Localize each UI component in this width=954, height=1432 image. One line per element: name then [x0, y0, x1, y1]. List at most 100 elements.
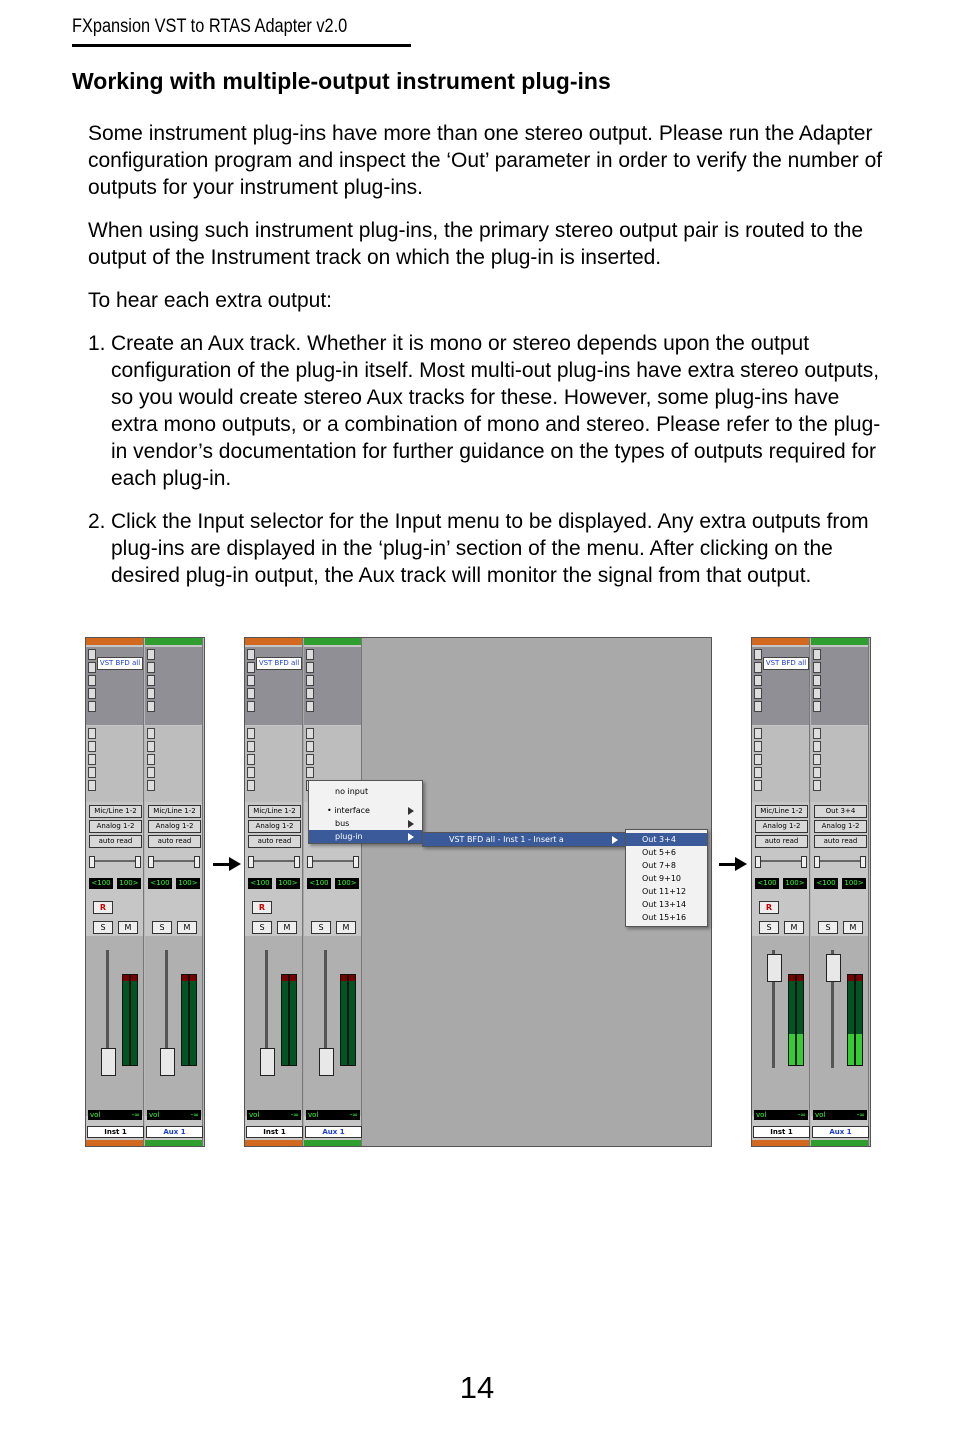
pan-knob[interactable]: [755, 856, 761, 868]
insert-slot-button[interactable]: [754, 649, 762, 660]
insert-slot-button[interactable]: [147, 649, 155, 660]
insert-slot-button[interactable]: [813, 675, 821, 686]
pan-knob[interactable]: [248, 856, 254, 868]
send-slot-button[interactable]: [813, 754, 821, 765]
pan-knob[interactable]: [814, 856, 820, 868]
send-slot-button[interactable]: [754, 754, 762, 765]
insert-slot-button[interactable]: [306, 675, 314, 686]
plugin-output-item[interactable]: Out 13+14: [626, 898, 707, 911]
pan-sliders[interactable]: [248, 856, 300, 868]
input-menu-item[interactable]: • interface: [309, 804, 422, 817]
pan-sliders[interactable]: [89, 856, 141, 868]
plugin-output-item[interactable]: Out 9+10: [626, 872, 707, 885]
volume-fader[interactable]: [767, 954, 782, 982]
pan-sliders[interactable]: [755, 856, 807, 868]
mute-button[interactable]: M: [784, 921, 804, 934]
pan-sliders[interactable]: [148, 856, 200, 868]
pan-knob[interactable]: [860, 856, 866, 868]
send-slot-button[interactable]: [247, 728, 255, 739]
send-slot-button[interactable]: [247, 780, 255, 791]
insert-slot-button[interactable]: [754, 675, 762, 686]
volume-fader[interactable]: [160, 1048, 175, 1076]
insert-slot-button[interactable]: [88, 675, 96, 686]
solo-button[interactable]: S: [152, 921, 172, 934]
insert-slot-button[interactable]: [247, 688, 255, 699]
plugin-output-item[interactable]: Out 11+12: [626, 885, 707, 898]
plugin-submenu-item[interactable]: VST BFD all - Inst 1 - Insert a: [423, 833, 626, 846]
volume-fader[interactable]: [101, 1048, 116, 1076]
record-enable-button[interactable]: R: [252, 901, 272, 914]
insert-slot-button[interactable]: [88, 662, 96, 673]
output-selector[interactable]: Analog 1-2: [248, 820, 301, 833]
send-slot-button[interactable]: [813, 767, 821, 778]
mute-button[interactable]: M: [177, 921, 197, 934]
send-slot-button[interactable]: [147, 728, 155, 739]
send-slot-button[interactable]: [813, 741, 821, 752]
insert-slot-button[interactable]: [306, 701, 314, 712]
insert-slot-button[interactable]: [813, 649, 821, 660]
send-slot-button[interactable]: [306, 754, 314, 765]
input-selector[interactable]: Mic/Line 1-2: [755, 805, 808, 818]
insert-slot-button[interactable]: [306, 688, 314, 699]
insert-slot-button[interactable]: [147, 701, 155, 712]
pan-knob[interactable]: [801, 856, 807, 868]
send-slot-button[interactable]: [88, 741, 96, 752]
insert-slot-button[interactable]: [247, 649, 255, 660]
automation-mode-selector[interactable]: auto read: [248, 835, 301, 848]
output-selector[interactable]: Analog 1-2: [148, 820, 201, 833]
insert-slot-button[interactable]: [813, 662, 821, 673]
insert-slot-button[interactable]: [247, 701, 255, 712]
insert-slot-button[interactable]: [306, 649, 314, 660]
send-slot-button[interactable]: [88, 780, 96, 791]
insert-slot-button[interactable]: [88, 649, 96, 660]
insert-slot-button[interactable]: [813, 701, 821, 712]
insert-slot-button[interactable]: [147, 688, 155, 699]
insert-slot-button[interactable]: [147, 662, 155, 673]
insert-slot-button[interactable]: [813, 688, 821, 699]
insert-plugin-button[interactable]: VST BFD all: [256, 657, 302, 670]
input-menu-item[interactable]: bus: [309, 817, 422, 830]
input-selector[interactable]: Mic/Line 1-2: [148, 805, 201, 818]
pan-knob[interactable]: [307, 856, 313, 868]
send-slot-button[interactable]: [247, 767, 255, 778]
send-slot-button[interactable]: [813, 728, 821, 739]
automation-mode-selector[interactable]: auto read: [814, 835, 867, 848]
plugin-output-item[interactable]: Out 15+16: [626, 911, 707, 924]
output-selector[interactable]: Analog 1-2: [89, 820, 142, 833]
automation-mode-selector[interactable]: auto read: [89, 835, 142, 848]
insert-slot-button[interactable]: [754, 701, 762, 712]
solo-button[interactable]: S: [252, 921, 272, 934]
send-slot-button[interactable]: [147, 754, 155, 765]
insert-slot-button[interactable]: [754, 688, 762, 699]
insert-slot-button[interactable]: [247, 662, 255, 673]
volume-fader[interactable]: [260, 1048, 275, 1076]
send-slot-button[interactable]: [88, 728, 96, 739]
input-menu-item[interactable]: plug-in: [309, 830, 422, 843]
pan-knob[interactable]: [89, 856, 95, 868]
pan-knob[interactable]: [353, 856, 359, 868]
send-slot-button[interactable]: [247, 754, 255, 765]
solo-button[interactable]: S: [759, 921, 779, 934]
solo-button[interactable]: S: [818, 921, 838, 934]
insert-slot-button[interactable]: [147, 675, 155, 686]
input-menu-item[interactable]: no input: [309, 785, 422, 798]
pan-knob[interactable]: [294, 856, 300, 868]
pan-sliders[interactable]: [307, 856, 359, 868]
track-name[interactable]: Aux 1: [146, 1126, 203, 1138]
input-selector[interactable]: Mic/Line 1-2: [248, 805, 301, 818]
track-name[interactable]: Inst 1: [87, 1126, 144, 1138]
insert-plugin-button[interactable]: VST BFD all: [97, 657, 143, 670]
output-selector[interactable]: Analog 1-2: [755, 820, 808, 833]
record-enable-button[interactable]: R: [93, 901, 113, 914]
insert-slot-button[interactable]: [88, 688, 96, 699]
mute-button[interactable]: M: [843, 921, 863, 934]
track-name[interactable]: Aux 1: [812, 1126, 869, 1138]
input-selector[interactable]: Out 3+4: [814, 805, 867, 818]
volume-fader[interactable]: [319, 1048, 334, 1076]
send-slot-button[interactable]: [306, 767, 314, 778]
track-name[interactable]: Aux 1: [305, 1126, 362, 1138]
pan-knob[interactable]: [194, 856, 200, 868]
send-slot-button[interactable]: [813, 780, 821, 791]
output-selector[interactable]: Analog 1-2: [814, 820, 867, 833]
send-slot-button[interactable]: [306, 741, 314, 752]
